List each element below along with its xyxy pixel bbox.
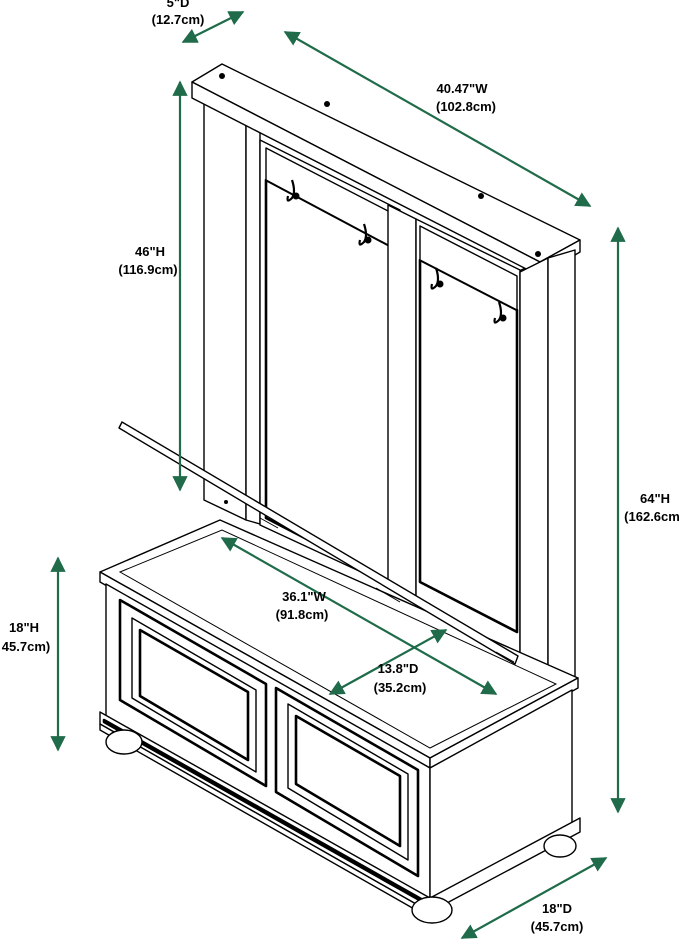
screw-hole [324,101,330,107]
label-upper-height: 46"H (116.9cm) [118,244,177,277]
seat-depth-cm: (35.2cm) [374,680,427,695]
foot-icon [543,834,577,858]
hall-tree-illustration [99,63,581,924]
left-door [118,598,268,788]
bun-feet [105,729,577,924]
base-depth-cm: (45.7cm) [531,919,584,934]
overall-height-inches: 64"H [640,491,670,506]
label-seat-width: 36.1"W (91.8cm) [276,589,329,622]
arrow-seat-depth [328,629,448,695]
foot-icon [411,896,453,924]
base-depth-inches: 18"D [542,901,572,916]
overall-width-inches: 40.47"W [437,81,489,96]
seat-depth-inches: 13.8"D [378,661,419,676]
label-overall-height: 64"H (162.6cm [624,491,680,524]
screw-hole [219,73,225,79]
arrow-overall-width [283,31,592,207]
label-base-depth: 18"D (45.7cm) [531,901,584,934]
overall-width-cm: (102.8cm) [436,99,496,114]
foot-icon [105,729,143,755]
right-side-post [519,249,576,701]
base-trim [99,711,581,919]
bench-height-cm: 45.7cm) [2,639,50,654]
seat-width-inches: 36.1"W [282,589,326,604]
hook-icon [358,223,372,246]
center-divider [387,204,417,601]
overall-height-cm: (162.6cm [624,509,680,524]
label-bench-height: 18"H 45.7cm) [2,620,50,654]
arrow-seat-width [220,537,498,695]
label-seat-depth: 13.8"D (35.2cm) [374,661,427,695]
top-depth-inches: 5"D [167,0,190,10]
arrow-top-depth [181,11,245,43]
upper-height-inches: 46"H [135,244,165,259]
top-depth-cm: (12.7cm) [152,12,205,27]
screw-hole [478,193,484,199]
hook-icon [493,301,507,324]
arrow-base-depth [460,857,608,939]
label-overall-width: 40.47"W (102.8cm) [436,81,496,114]
label-top-depth: 5"D (12.7cm) [152,0,205,27]
seat-width-cm: (91.8cm) [276,607,329,622]
hook-icon [430,267,444,290]
right-door [274,686,420,878]
upper-height-cm: (116.9cm) [118,262,177,277]
screw-hole [535,251,541,257]
dimension-arrows [50,11,626,939]
bench-height-inches: 18"H [9,620,39,635]
